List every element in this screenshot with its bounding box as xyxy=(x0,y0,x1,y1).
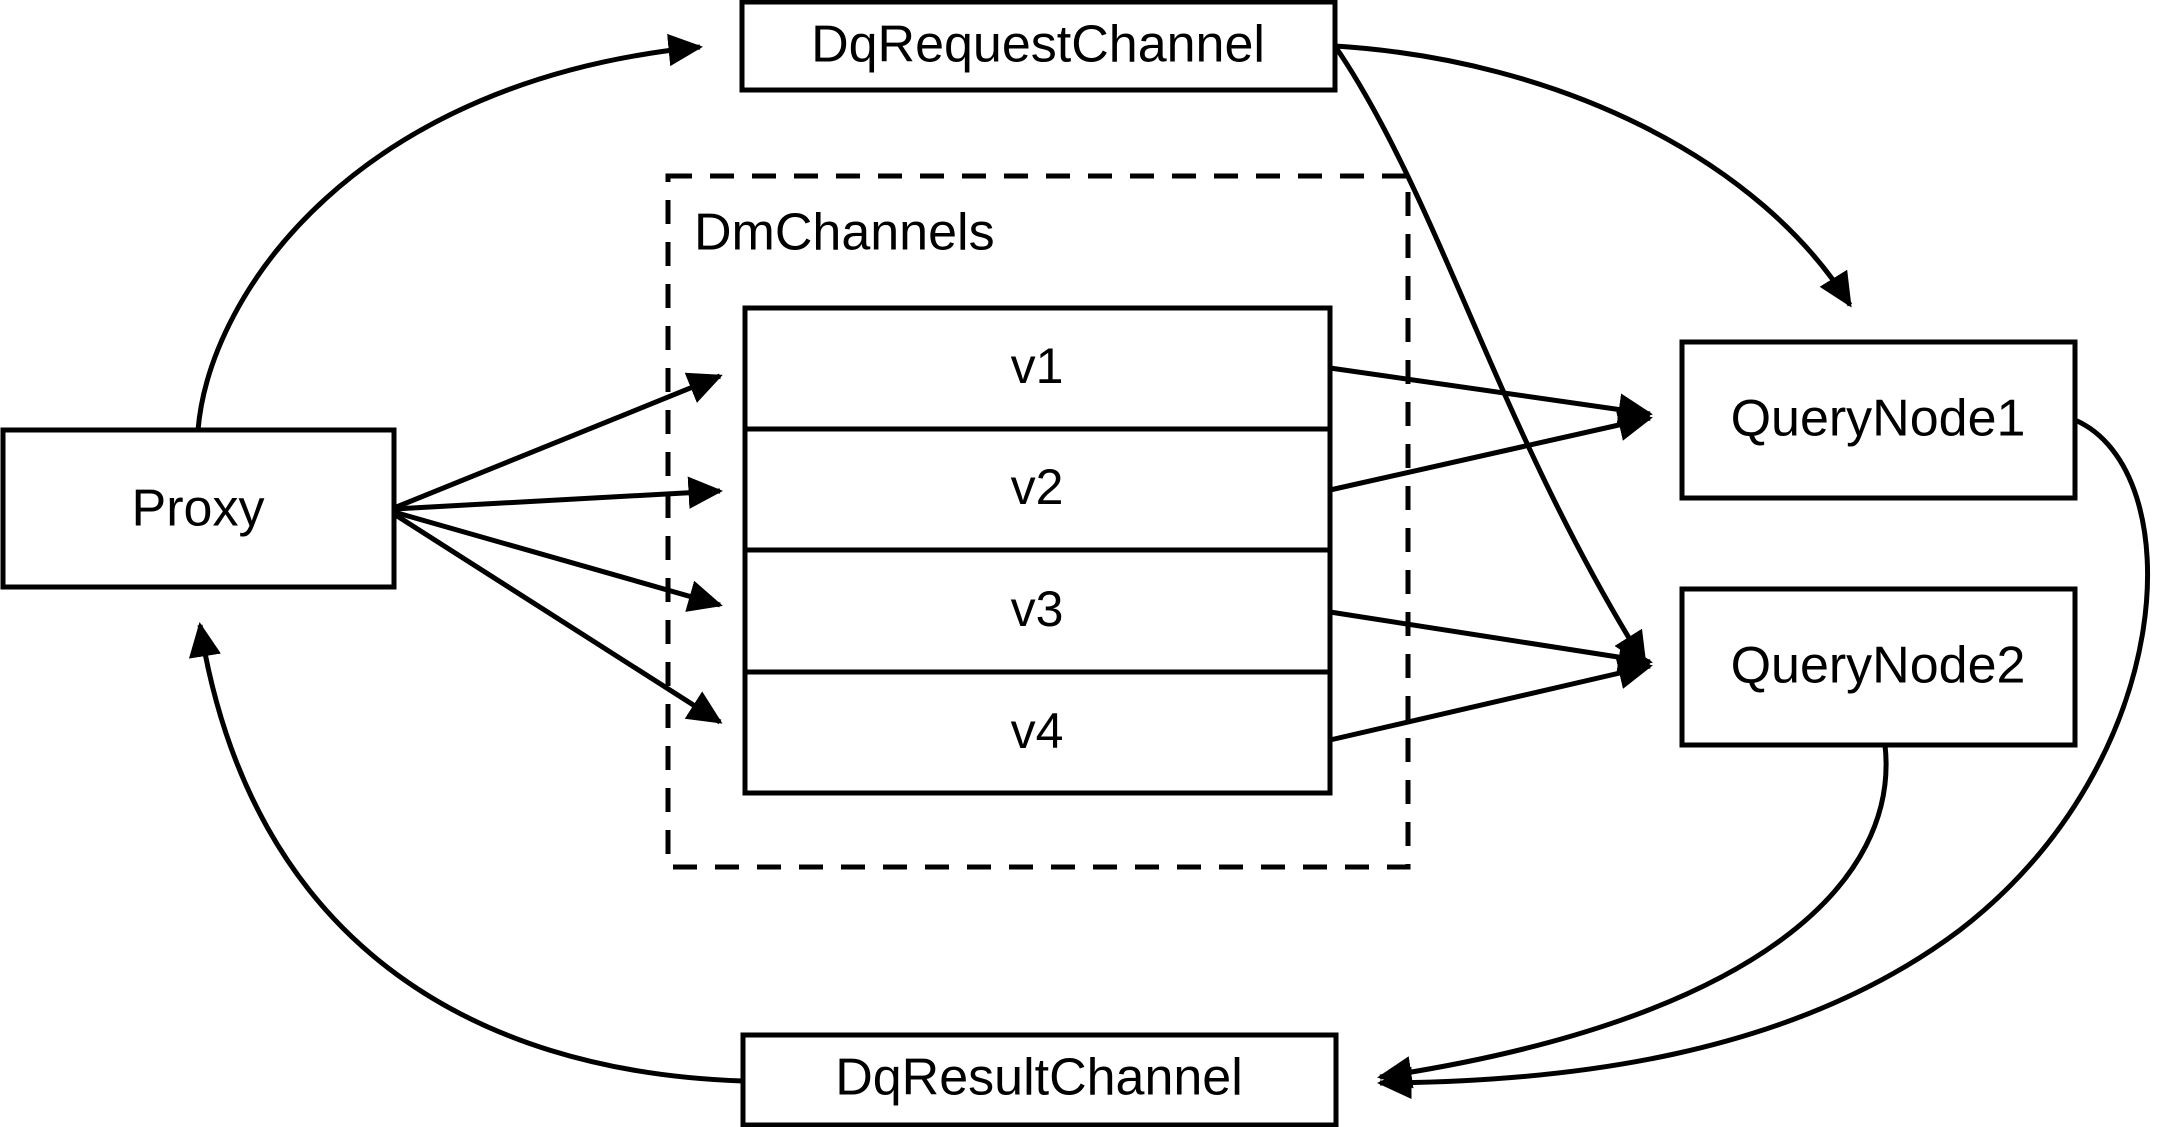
edge-v4-to-querynode2 xyxy=(1329,657,1653,743)
edge-proxy-to-v3 xyxy=(393,509,723,612)
edge-proxy-to-v1 xyxy=(393,372,723,511)
edge-v2-to-querynode1 xyxy=(1329,409,1653,493)
node-dqresultchannel-label: DqResultChannel xyxy=(835,1049,1243,1107)
channel-row-v2: v2 xyxy=(1011,459,1064,515)
edge-querynode1-to-dqresultchannel xyxy=(1377,417,2151,1100)
node-dqrequestchannel-box[interactable] xyxy=(739,0,1338,93)
node-querynode2-label: QueryNode2 xyxy=(1731,637,2026,695)
dmchannels-group-label: DmChannels xyxy=(694,204,995,262)
edge-dqrequestchannel-to-querynode1 xyxy=(1334,43,1853,308)
edge-proxy-to-dqrequestchannel xyxy=(195,33,703,431)
node-proxy-box[interactable] xyxy=(0,427,397,590)
edge-dqrequestchannel-to-querynode2 xyxy=(1332,44,1648,667)
node-dqresultchannel-box[interactable] xyxy=(740,1032,1339,1127)
channel-row-v3: v3 xyxy=(1011,581,1064,637)
node-querynode1-box[interactable] xyxy=(1679,339,2078,501)
channel-row-v1: v1 xyxy=(1011,338,1064,394)
edge-dqresultchannel-to-proxy xyxy=(188,622,744,1084)
channel-row-v4: v4 xyxy=(1011,703,1064,759)
node-querynode2-box[interactable] xyxy=(1679,586,2078,748)
node-proxy-label: Proxy xyxy=(132,480,265,538)
edge-querynode2-to-dqresultchannel xyxy=(1377,744,1889,1089)
edge-v1-to-querynode1 xyxy=(1329,365,1653,426)
node-dqrequestchannel-label: DqRequestChannel xyxy=(811,16,1265,74)
edge-proxy-to-v2 xyxy=(393,476,723,512)
edge-v3-to-querynode2 xyxy=(1329,609,1653,674)
edge-proxy-to-v4 xyxy=(392,511,723,725)
node-querynode1-label: QueryNode1 xyxy=(1731,390,2026,448)
